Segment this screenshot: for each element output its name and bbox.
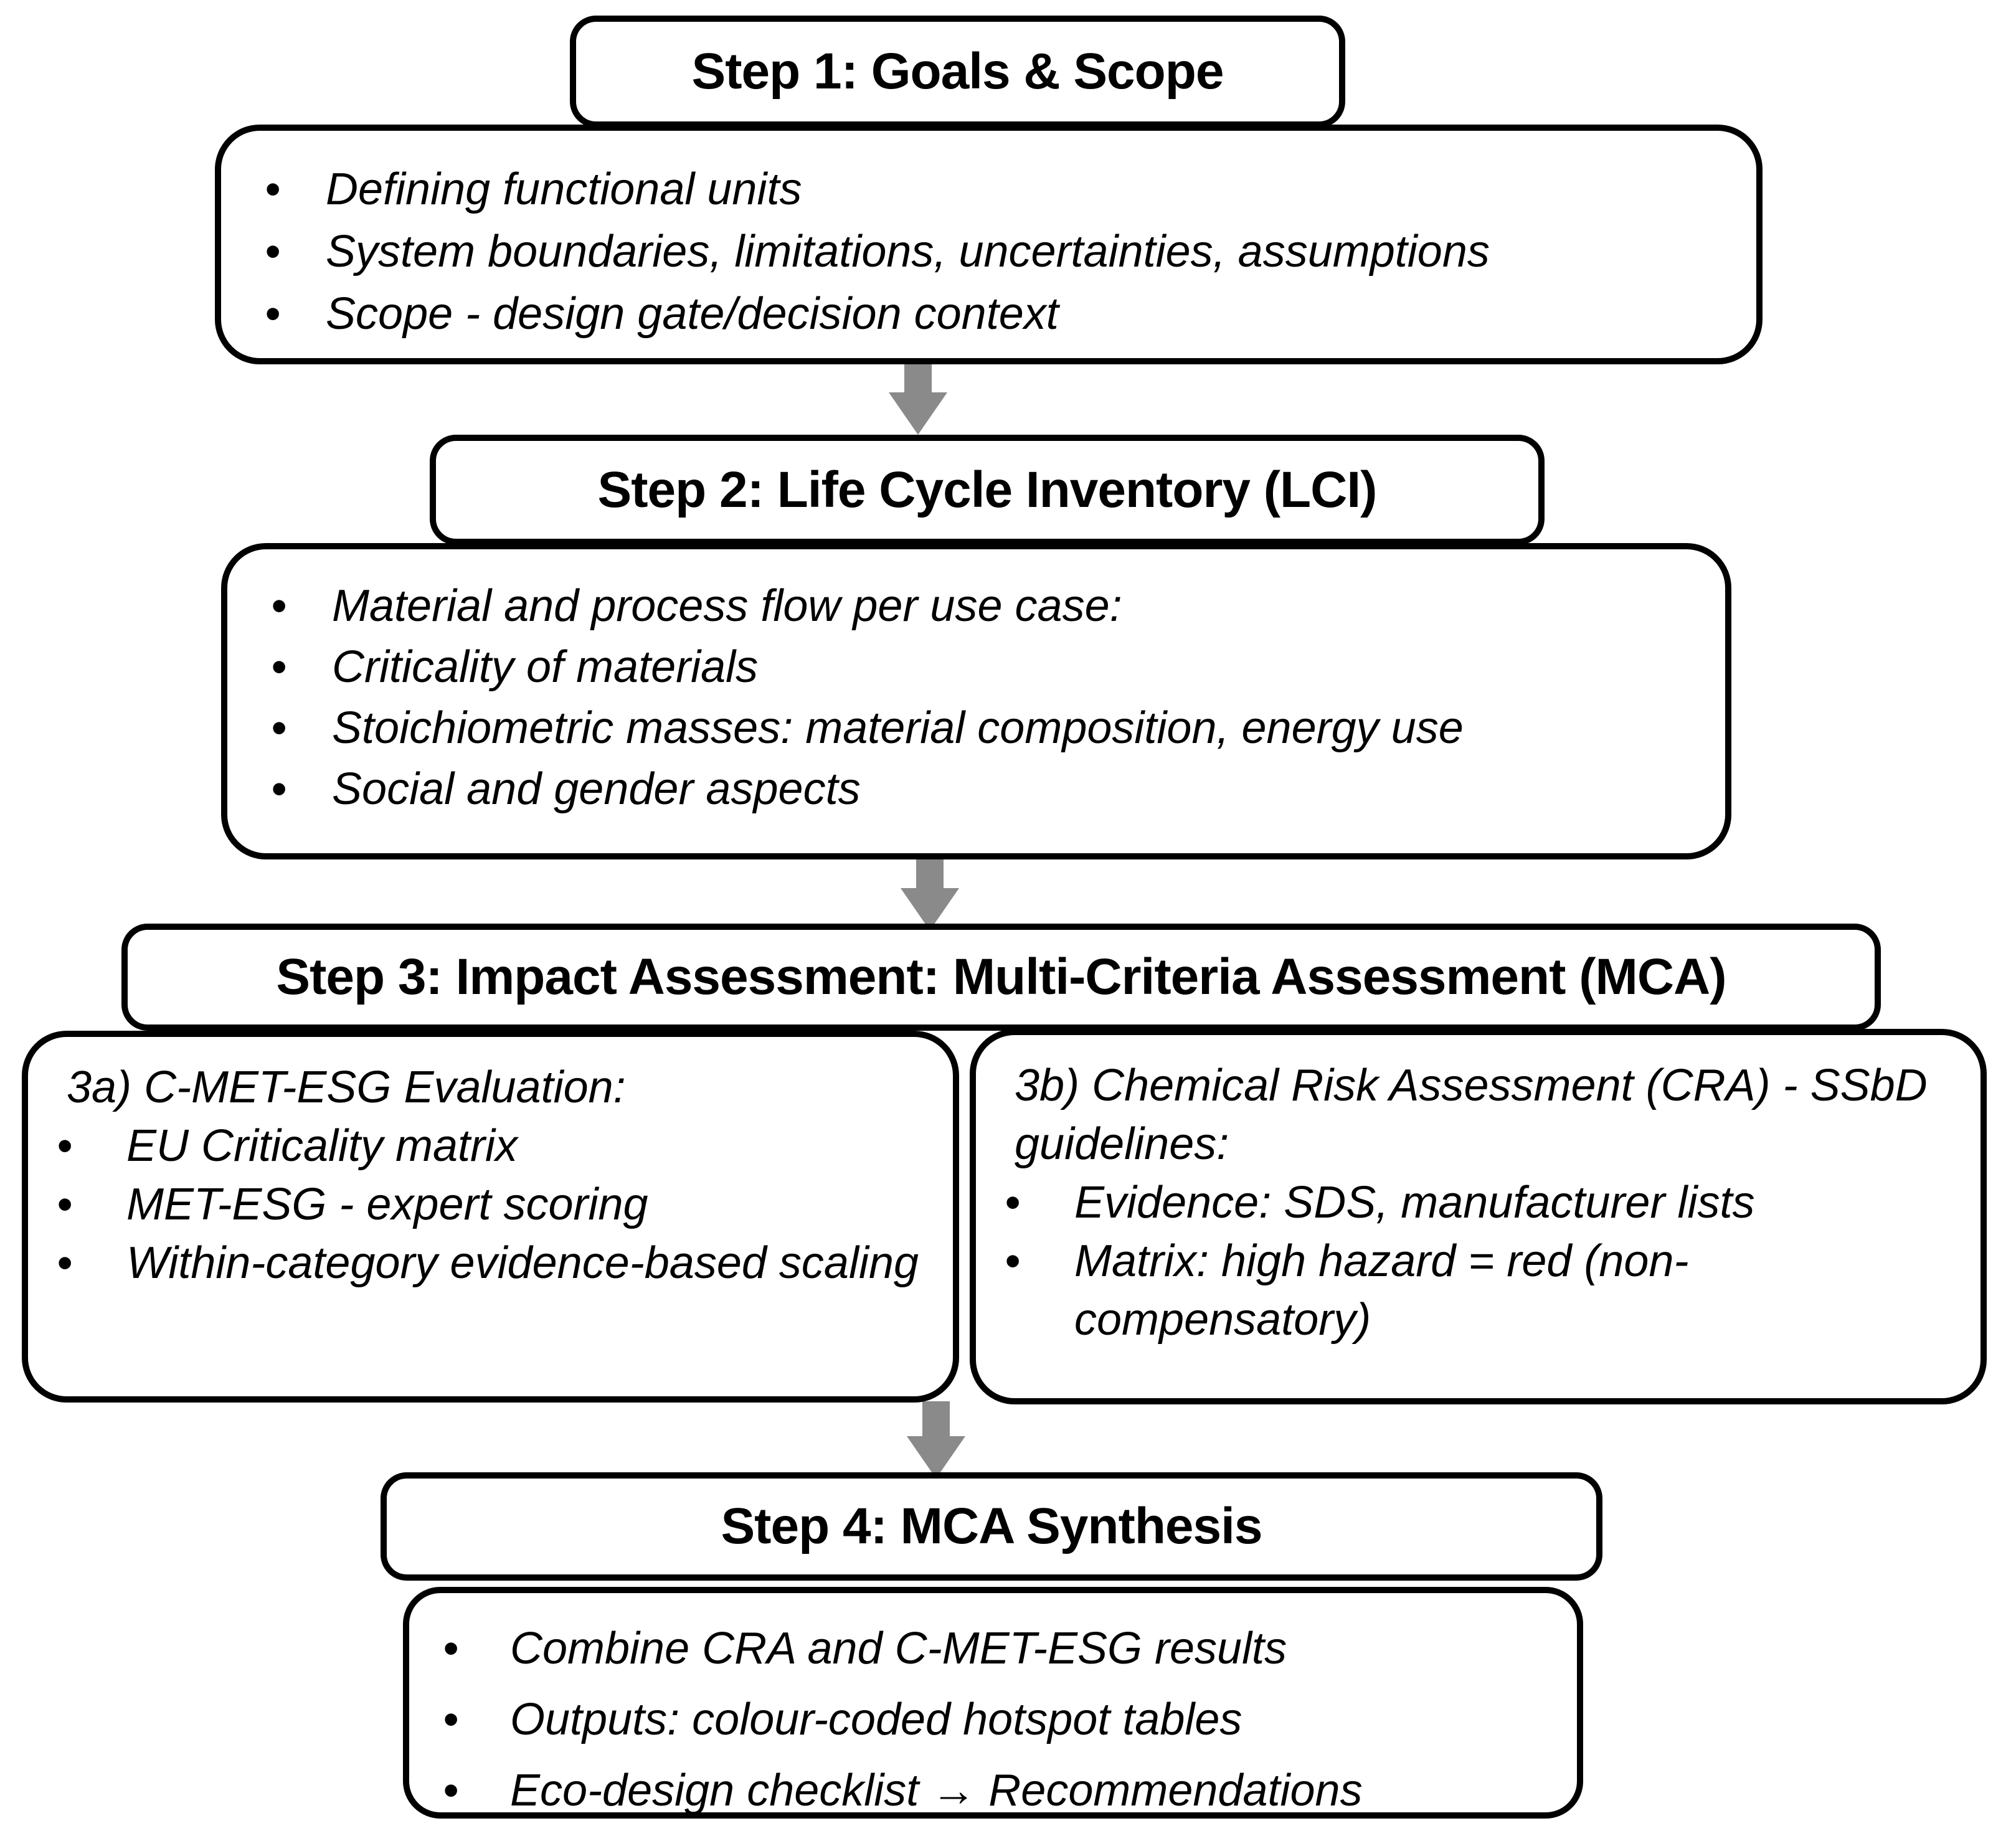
step3b-heading: 3b) Chemical Risk Assessment (CRA) - SSb…	[1015, 1061, 1928, 1169]
step3a-heading: 3a) C-MET-ESG Evaluation:	[67, 1062, 626, 1112]
bullet-item: Stoichiometric masses: material composit…	[227, 698, 1725, 759]
arrow-down-icon	[901, 853, 959, 930]
step2-title: Step 2: Life Cycle Inventory (LCI)	[597, 461, 1378, 518]
arrow-head	[907, 1436, 965, 1479]
bullet-item: MET-ESG - expert scoring	[28, 1175, 953, 1234]
step1-detail-box: Defining functional units System boundar…	[215, 125, 1763, 364]
bullet-item: Criticality of materials	[227, 636, 1725, 698]
bullet-item: Defining functional units	[221, 158, 1756, 220]
bullet-item: Scope - design gate/decision context	[221, 283, 1756, 345]
step1-title: Step 1: Goals & Scope	[691, 43, 1224, 100]
bullet-item: Evidence: SDS, manufacturer lists	[976, 1173, 1981, 1232]
step3a-box: 3a) C-MET-ESG Evaluation: EU Criticality…	[22, 1031, 959, 1403]
bullet-item: EU Criticality matrix	[28, 1117, 953, 1175]
step2-detail-box: Material and process flow per use case: …	[221, 543, 1731, 859]
bullet-item: Combine CRA and C-MET-ESG results	[409, 1613, 1577, 1684]
step3b-bullet-list: Evidence: SDS, manufacturer lists Matrix…	[976, 1173, 1981, 1349]
step3b-box: 3b) Chemical Risk Assessment (CRA) - SSb…	[970, 1029, 1987, 1404]
step3a-bullet-list: EU Criticality matrix MET-ESG - expert s…	[28, 1117, 953, 1292]
arrow-head	[889, 392, 947, 435]
arrow-down-icon	[907, 1401, 965, 1479]
step2-title-box: Step 2: Life Cycle Inventory (LCI)	[430, 435, 1545, 545]
step4-title: Step 4: MCA Synthesis	[721, 1498, 1262, 1554]
step4-detail-box: Combine CRA and C-MET-ESG results Output…	[403, 1587, 1583, 1826]
step4-bullet-list: Combine CRA and C-MET-ESG results Output…	[409, 1593, 1577, 1826]
bullet-item: Matrix: high hazard = red (non-compensat…	[976, 1232, 1981, 1349]
step2-bullet-list: Material and process flow per use case: …	[227, 549, 1725, 820]
arrow-down-icon	[889, 357, 947, 435]
bullet-item: System boundaries, limitations, uncertai…	[221, 220, 1756, 283]
bullet-item: Material and process flow per use case:	[227, 575, 1725, 636]
step3-title-box: Step 3: Impact Assessment: Multi-Criteri…	[121, 924, 1881, 1031]
bullet-item: Outputs: colour-coded hotspot tables	[409, 1684, 1577, 1755]
step4-title-box: Step 4: MCA Synthesis	[381, 1472, 1602, 1581]
bullet-item: Social and gender aspects	[227, 759, 1725, 820]
step1-title-box: Step 1: Goals & Scope	[570, 16, 1345, 128]
bullet-item: Eco-design checklist → Recommendations	[409, 1755, 1577, 1826]
arrow-stem	[922, 1401, 950, 1436]
bullet-item: Within-category evidence-based scaling	[28, 1234, 953, 1292]
step1-bullet-list: Defining functional units System boundar…	[221, 131, 1756, 345]
step3-title: Step 3: Impact Assessment: Multi-Criteri…	[276, 949, 1726, 1005]
arrow-head	[901, 888, 959, 930]
